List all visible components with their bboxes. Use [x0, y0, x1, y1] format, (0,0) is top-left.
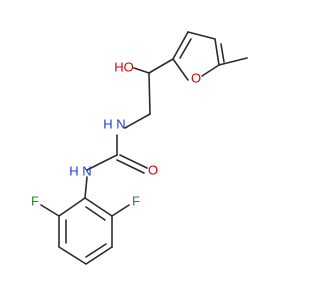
upper-nitrogen-label: N	[116, 116, 125, 131]
bond-ch2-nh	[124, 113, 151, 129]
bond-furan-4	[201, 64, 220, 77]
bond-methyl	[218, 57, 248, 66]
atom-labels: HO O N H O N H F F	[31, 59, 201, 208]
bond-furan-1	[172, 31, 189, 60]
bond-furan-double-1	[179, 38, 192, 59]
bond-ar-1	[58, 197, 86, 217]
bond-urea-o-2	[116, 159, 145, 174]
bond-ar-3	[58, 246, 87, 265]
bond-urea-o-1	[119, 154, 148, 169]
bond-ar-4	[85, 246, 113, 265]
lower-nh-hydrogen-label: H	[69, 163, 78, 178]
upper-nh-hydrogen-label: H	[103, 116, 112, 131]
carbonyl-oxygen-label: O	[148, 162, 158, 177]
bond-ar-double-2	[85, 243, 107, 258]
fluorine-left-label: F	[31, 193, 39, 208]
bond-furan-double-2	[220, 43, 225, 63]
bond-furan-5	[172, 58, 189, 81]
bond-ar-6	[84, 197, 113, 217]
bond-f-right	[111, 204, 130, 217]
bonds	[40, 31, 248, 265]
furan-oxygen-label: O	[191, 70, 201, 85]
bond-hoc-c	[133, 67, 150, 74]
bond-n-aryl	[84, 176, 88, 199]
fluorine-right-label: F	[132, 193, 140, 208]
bond-furan-2	[187, 31, 216, 40]
chemical-structure: HO O N H O N H F F	[31, 31, 248, 265]
bond-f-left	[40, 204, 60, 217]
hydroxyl-label: HO	[114, 59, 134, 74]
bond-c-ch2	[148, 72, 151, 115]
bond-ar-double-3	[85, 206, 106, 221]
bond-furan-3	[214, 38, 220, 66]
bond-c-furan	[148, 58, 174, 74]
bond-urea-n-lower	[86, 154, 118, 171]
lower-nitrogen-label: N	[82, 163, 91, 178]
